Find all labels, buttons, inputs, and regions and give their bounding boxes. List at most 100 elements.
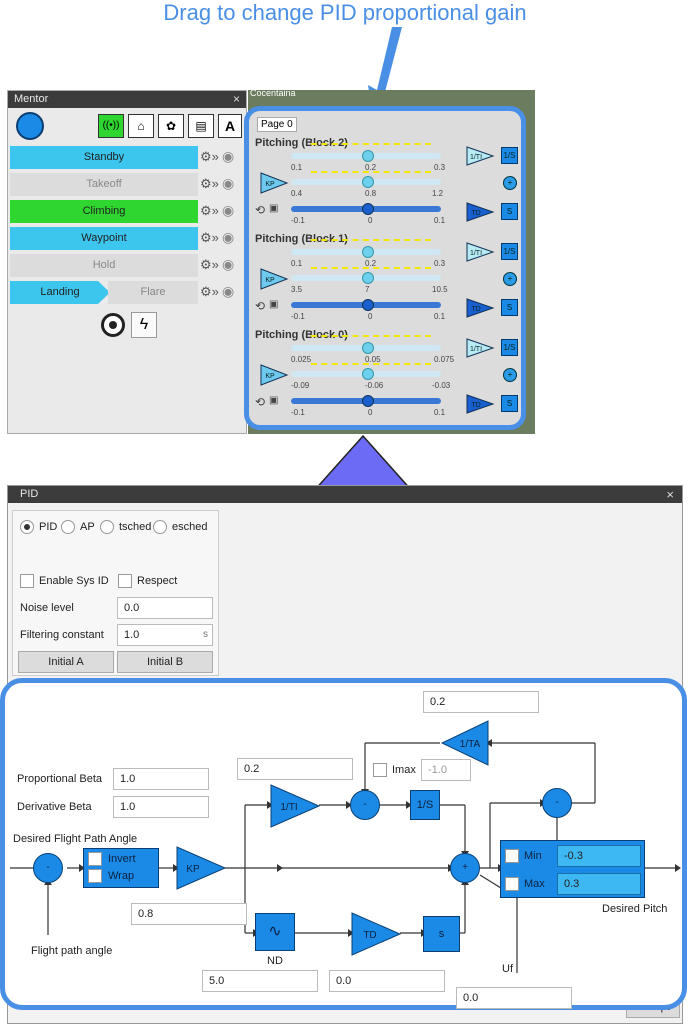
max-input[interactable]: 0.3 xyxy=(557,873,641,895)
mode-radio-ap[interactable] xyxy=(61,520,75,534)
kp-gain-icon: KP xyxy=(260,172,289,194)
td-slider-knob[interactable] xyxy=(362,395,374,407)
uf-input[interactable]: 0.0 xyxy=(456,987,572,1009)
min-input[interactable]: -0.3 xyxy=(557,845,641,867)
ti-input[interactable]: 0.2 xyxy=(237,758,353,780)
eye-icon[interactable]: ◉ xyxy=(222,202,235,218)
refresh-icon[interactable]: ⟲ xyxy=(255,203,266,217)
ti-tick: -0.09 xyxy=(291,381,310,390)
pid-titlebar: PID × xyxy=(8,486,682,503)
kp-slider-knob[interactable] xyxy=(362,342,374,354)
derivative-block[interactable]: s xyxy=(423,916,460,952)
layers-icon[interactable]: ▤ xyxy=(188,114,214,138)
gear-icon[interactable]: ⚙» xyxy=(200,176,219,191)
proportional-beta-input[interactable]: 1.0 xyxy=(113,768,209,790)
antiwindup-sum: - xyxy=(542,788,572,818)
inv-ti-block[interactable]: 1/TI xyxy=(269,783,321,829)
td-tick: 0 xyxy=(368,312,373,321)
ta-gain-block[interactable]: 1/TA xyxy=(440,719,490,767)
invert-checkbox[interactable] xyxy=(88,852,102,866)
close-icon[interactable]: × xyxy=(666,487,674,502)
nd-input[interactable]: 5.0 xyxy=(202,970,318,992)
ti-tick: 10.5 xyxy=(432,285,448,294)
ti-tick: 0.4 xyxy=(291,189,303,198)
integrator-block[interactable]: 1/S xyxy=(410,790,440,820)
kp-slider-knob[interactable] xyxy=(362,150,374,162)
noise-level-input[interactable]: 0.0 xyxy=(117,597,213,619)
ti-slider-knob[interactable] xyxy=(362,176,374,188)
initial-a-button[interactable]: Initial A xyxy=(18,651,114,673)
mode-radio-tsched[interactable] xyxy=(100,520,114,534)
cockpit-icon[interactable]: ⌂ xyxy=(128,114,154,138)
radio-link-icon[interactable]: ((•)) xyxy=(98,114,124,138)
initial-b-button[interactable]: Initial B xyxy=(117,651,213,673)
kp-input[interactable]: 0.8 xyxy=(131,903,247,925)
ti-slider-knob[interactable] xyxy=(362,272,374,284)
mode-radio-esched[interactable] xyxy=(153,520,167,534)
gear-icon[interactable]: ⚙» xyxy=(200,230,219,245)
td-block[interactable]: TD xyxy=(350,911,402,957)
target-icon[interactable] xyxy=(101,313,125,337)
gear-icon[interactable]: ⚙» xyxy=(200,257,219,272)
kp-tick: 0.2 xyxy=(365,163,377,172)
mode-button-climbing[interactable]: Climbing xyxy=(10,200,198,223)
imax-input[interactable]: -1.0 xyxy=(421,759,471,781)
inv-ti-icon: 1/TI xyxy=(466,242,495,262)
autopilot-icon[interactable] xyxy=(16,112,44,140)
refresh-icon[interactable]: ⟲ xyxy=(255,299,266,313)
tab-page-0[interactable]: Page 0 xyxy=(257,117,297,132)
nd-filter-block[interactable]: ∿ xyxy=(255,913,295,951)
mode-button-takeoff[interactable]: Takeoff xyxy=(10,173,198,196)
td-input[interactable]: 0.0 xyxy=(329,970,445,992)
respect-checkbox[interactable] xyxy=(118,574,132,588)
max-checkbox[interactable] xyxy=(505,877,519,891)
gear-icon[interactable]: ⚙» xyxy=(200,149,219,164)
kp-label: KP xyxy=(186,864,200,875)
close-icon[interactable]: × xyxy=(232,92,240,106)
derivative-beta-input[interactable]: 1.0 xyxy=(113,796,209,818)
enable-sys-id-checkbox[interactable] xyxy=(20,574,34,588)
flash-icon[interactable]: ϟ xyxy=(131,312,157,338)
eye-icon[interactable]: ◉ xyxy=(222,256,235,272)
ta-input[interactable]: 0.2 xyxy=(423,691,539,713)
save-icon[interactable]: ▣ xyxy=(269,395,279,406)
gear-icon[interactable]: ⚙» xyxy=(200,203,219,218)
wrap-checkbox[interactable] xyxy=(88,869,102,883)
mode-button-hold[interactable]: Hold xyxy=(10,254,198,277)
refresh-icon[interactable]: ⟲ xyxy=(255,395,266,409)
mode-row: Takeoff⚙»◉ xyxy=(8,173,248,198)
td-slider-knob[interactable] xyxy=(362,203,374,215)
min-checkbox[interactable] xyxy=(505,849,519,863)
drag-hint-arrow xyxy=(311,363,431,365)
eye-icon[interactable]: ◉ xyxy=(222,175,235,191)
kp-block[interactable]: KP xyxy=(175,845,227,891)
ti-slider-knob[interactable] xyxy=(362,368,374,380)
mode-button-landing[interactable]: Landing xyxy=(10,281,110,304)
eye-icon[interactable]: ◉ xyxy=(222,229,235,245)
mode-radio-pid[interactable] xyxy=(20,520,34,534)
kp-gain-label: KP xyxy=(265,181,275,188)
mode-button-waypoint[interactable]: Waypoint xyxy=(10,227,198,250)
save-icon[interactable]: ▣ xyxy=(269,299,279,310)
imax-checkbox[interactable] xyxy=(373,763,387,777)
eye-icon[interactable]: ◉ xyxy=(222,283,235,299)
text-icon[interactable]: A xyxy=(218,114,242,138)
inv-ti-mini-label: 1/TI xyxy=(470,346,482,353)
flight-path-angle-label: Flight path angle xyxy=(31,945,113,957)
uf-label: Uf xyxy=(502,963,513,975)
servo-icon[interactable]: ✿ xyxy=(158,114,184,138)
eye-icon[interactable]: ◉ xyxy=(222,148,235,164)
mode-button-flare[interactable]: Flare xyxy=(108,281,198,304)
mode-button-standby[interactable]: Standby xyxy=(10,146,198,169)
drag-hint-arrow xyxy=(311,335,431,337)
kp-slider-knob[interactable] xyxy=(362,246,374,258)
td-slider-knob[interactable] xyxy=(362,299,374,311)
ti-tick: 3.5 xyxy=(291,285,303,294)
annotation-text: Drag to change PID proportional gain xyxy=(163,0,527,25)
sum-icon: + xyxy=(503,368,517,382)
mode-row: Climbing⚙»◉ xyxy=(8,200,248,225)
save-icon[interactable]: ▣ xyxy=(269,203,279,214)
gear-icon[interactable]: ⚙» xyxy=(200,284,219,299)
